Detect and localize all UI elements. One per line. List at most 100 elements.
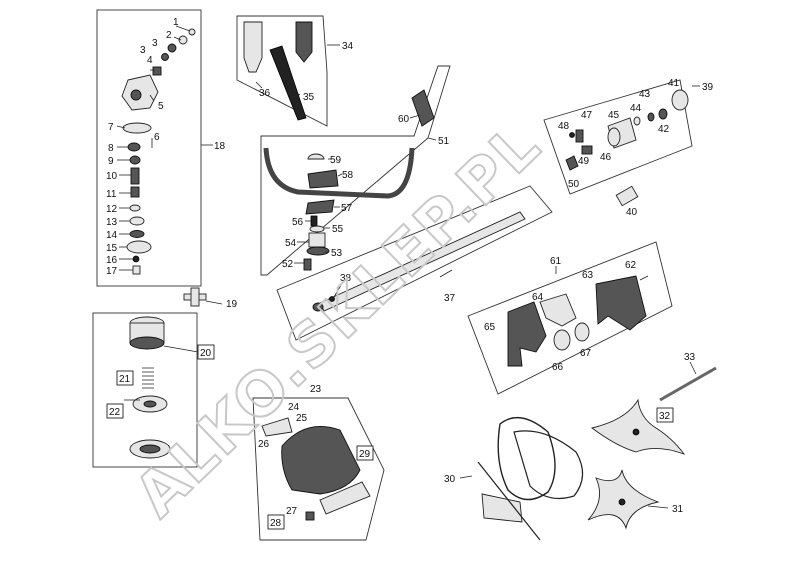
part-16-nut [132, 255, 140, 263]
label-44: 44 [630, 103, 642, 114]
part-48-screw [569, 132, 575, 138]
part-59-knob [307, 153, 325, 160]
label-50: 50 [568, 179, 580, 190]
trimmer-head-frame [92, 312, 198, 468]
part-9-bearing [129, 155, 141, 165]
label-46: 46 [600, 152, 612, 163]
part-42-ring [658, 108, 668, 120]
handle-assembly-frame [236, 15, 328, 127]
part-handle-right [295, 21, 313, 63]
part-27-screw [305, 511, 315, 521]
label-box-22 [106, 403, 124, 419]
label-17: 17 [106, 266, 118, 277]
shield-frame [252, 397, 385, 541]
shaft-group: 38 37 [276, 185, 553, 341]
guard-clamp-group: 61 63 62 64 65 66 67 [467, 241, 673, 395]
label-60: 60 [398, 114, 410, 125]
label-14: 14 [106, 230, 118, 241]
part-30-harness-strap [497, 416, 556, 501]
part-2-bearing [178, 35, 188, 45]
label-62: 62 [625, 260, 637, 271]
label-53: 53 [331, 248, 343, 259]
label-43: 43 [639, 89, 651, 100]
part-21-spring [142, 367, 154, 389]
coupling-group: 19 [183, 287, 238, 310]
part-36-handle-left [243, 21, 263, 73]
label-52: 52 [282, 259, 294, 270]
part-harness-pad [481, 493, 523, 523]
label-31: 31 [672, 504, 684, 515]
part-65-bracket [507, 301, 547, 367]
part-38-pin [329, 296, 335, 302]
label-65: 65 [484, 322, 496, 333]
label-48: 48 [558, 121, 570, 132]
label-16: 16 [106, 255, 118, 266]
label-38: 38 [340, 273, 352, 284]
part-33-rod [659, 366, 717, 402]
label-5: 5 [158, 101, 164, 112]
label-64: 64 [532, 292, 544, 303]
label-22: 22 [109, 407, 121, 418]
part-64-clamp [539, 293, 577, 327]
label-33: 33 [684, 352, 696, 363]
label-41: 41 [668, 78, 680, 89]
part-11-gear [130, 186, 140, 198]
shield-group: 23 24 25 26 27 28 29 [252, 384, 385, 541]
label-35: 35 [303, 92, 315, 103]
part-47-clip [575, 129, 584, 143]
bike-handle-frame [260, 65, 451, 276]
label-45: 45 [608, 110, 620, 121]
part-60-grip [411, 89, 435, 127]
part-46-collar [607, 127, 621, 147]
label-58: 58 [342, 170, 354, 181]
handle-assembly-group: 34 35 36 [236, 15, 354, 127]
label-box-29 [356, 445, 374, 461]
label-20: 20 [200, 348, 212, 359]
label-67: 67 [580, 348, 592, 359]
label-11: 11 [106, 189, 117, 200]
label-32: 32 [659, 411, 671, 422]
label-59: 59 [330, 155, 342, 166]
label-36: 36 [259, 88, 271, 99]
part-49-clamp [581, 145, 593, 155]
label-8: 8 [108, 143, 114, 154]
label-21: 21 [119, 374, 131, 385]
label-30: 30 [444, 474, 456, 485]
flange-frame [543, 79, 693, 195]
label-26: 26 [258, 439, 270, 450]
trimmer-head-group: 20 21 22 [92, 312, 215, 468]
label-28: 28 [270, 518, 282, 529]
label-3b: 3 [140, 45, 146, 56]
part-13-washer [129, 216, 145, 226]
label-10: 10 [106, 171, 118, 182]
bike-handle-group: 60 51 59 58 57 56 55 54 53 52 [260, 65, 451, 276]
part-56-screw [310, 215, 318, 227]
label-box-20 [197, 344, 215, 360]
part-32-blade-four-tooth [590, 398, 686, 455]
part-43-washer [647, 112, 655, 122]
label-40: 40 [626, 207, 638, 218]
part-58-clamp [307, 169, 339, 189]
shaft-frame [276, 185, 553, 341]
label-61: 61 [550, 256, 562, 267]
part-bike-handle-bar [263, 147, 415, 199]
part-26-bracket [261, 417, 293, 437]
label-13: 13 [106, 217, 118, 228]
label-6: 6 [154, 132, 160, 143]
part-67-ring [574, 322, 590, 342]
label-29: 29 [359, 449, 371, 460]
label-34: 34 [342, 41, 354, 52]
label-15: 15 [106, 243, 118, 254]
label-49: 49 [578, 156, 590, 167]
harness-group: 30 [444, 416, 584, 541]
part-29-blade [319, 481, 371, 515]
blades-group: 32 31 33 [587, 352, 717, 530]
label-42: 42 [658, 124, 670, 135]
part-66-ring [553, 329, 571, 351]
part-17-bolt [132, 265, 141, 275]
label-25: 25 [296, 413, 308, 424]
label-box-21 [116, 370, 134, 386]
part-14-washer [129, 230, 145, 238]
label-18: 18 [214, 141, 226, 152]
label-2: 2 [166, 30, 172, 41]
